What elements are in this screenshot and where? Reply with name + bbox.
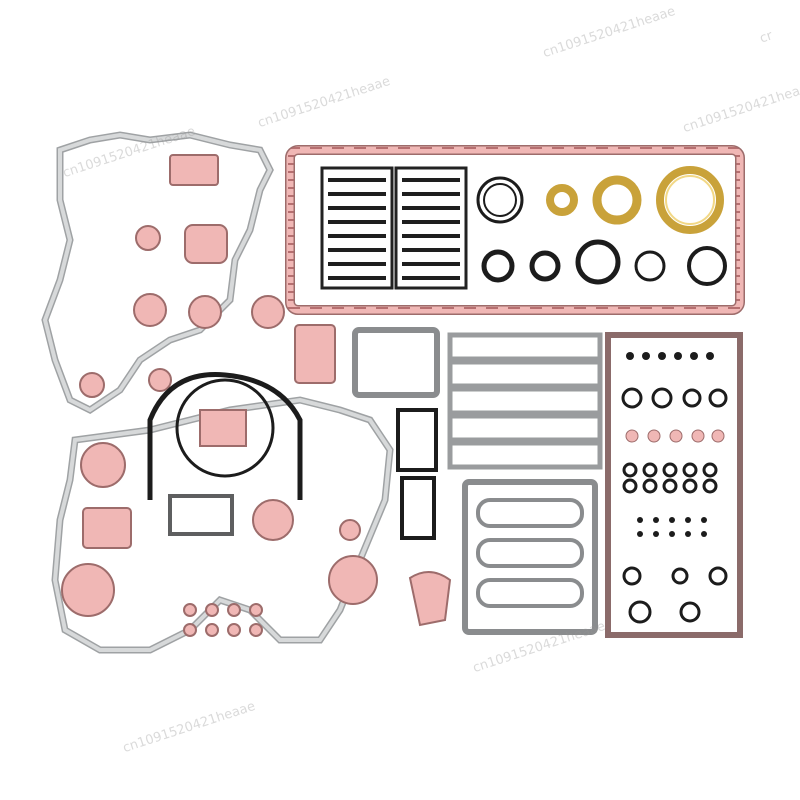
black-rubber-strip-set-right [394,166,468,290]
black-rubber-strip-set-left [320,166,394,290]
small-pink-gaskets-left [61,154,452,627]
small-pink-washers [183,603,263,637]
timing-cover-gasket-lower [51,396,394,654]
square-grey-gasket [352,327,440,398]
black-frame-gaskets [396,408,438,540]
oil-pan-gasket [285,145,745,315]
oring-board-panel [605,332,743,638]
grey-frame-gaskets-bottom [462,479,598,635]
rear-seal-housing-gasket [147,372,303,536]
crank-seals-group [476,166,727,286]
valve-cover-gasket-stack [447,332,603,470]
